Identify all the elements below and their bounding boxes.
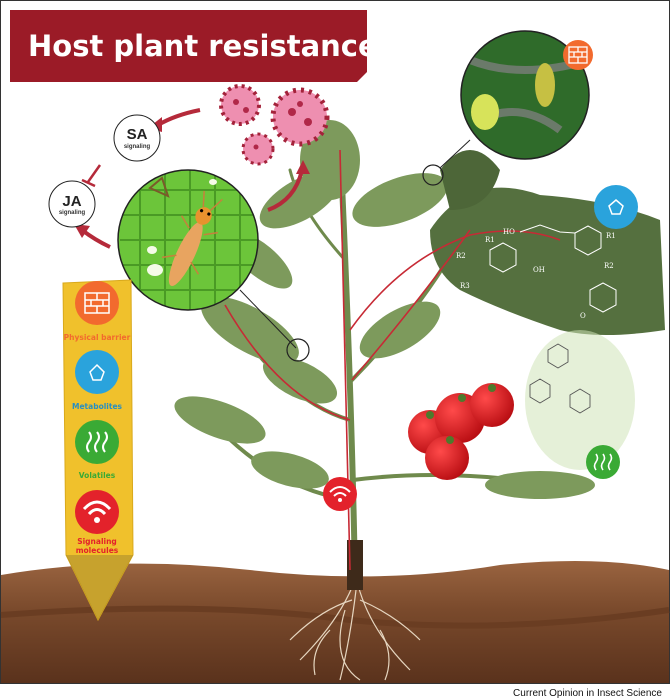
title-banner: Host plant resistance: [10, 10, 378, 82]
chem-r1: R1: [485, 236, 495, 244]
dark-leaf-top: [440, 150, 500, 210]
defense-legend-sign: Physical barrier Metabolites Volatiles S…: [62, 279, 134, 622]
chemical-structures: R1 R2 R3 OH HO R1 R2 O: [456, 224, 617, 320]
stem-base: [347, 540, 363, 590]
title: Host plant resistance: [28, 29, 378, 63]
journal-caption: Current Opinion in Insect Science: [513, 688, 662, 699]
virus-icon: [270, 87, 330, 147]
ja-sub-label: signaling: [59, 210, 86, 216]
chem-r1-b: R1: [606, 232, 616, 240]
volatile-haze: [525, 330, 635, 470]
sa-sub-label: signaling: [124, 144, 151, 150]
virus-icon: [219, 84, 261, 126]
viruses: [219, 84, 330, 166]
sa-signaling-node: SA signaling: [113, 114, 161, 162]
chem-ho: HO: [503, 228, 515, 236]
ja-signaling-node: JA signaling: [48, 180, 96, 228]
chem-r3: R3: [460, 282, 470, 290]
sign-physical-barrier: Physical barrier: [64, 281, 131, 342]
sign-signaling-molecules: Signaling molecules: [75, 490, 119, 555]
insect-magnification: [117, 169, 310, 362]
sign-label-metabolites: Metabolites: [72, 402, 123, 411]
volatiles-waves-icon: [86, 431, 108, 453]
chem-oh: OH: [533, 266, 545, 274]
sa-label: SA: [127, 126, 148, 143]
metabolite-molecule-icon: [594, 185, 638, 229]
chem-r2: R2: [456, 252, 466, 260]
sign-label-physical-barrier: Physical barrier: [64, 333, 131, 342]
brick-wall-icon: [563, 40, 593, 70]
virus-icon: [241, 132, 275, 166]
sign-metabolites: Metabolites: [72, 350, 123, 411]
roots: [289, 579, 421, 681]
volatiles-waves-icon: [586, 445, 620, 479]
sign-label-volatiles: Volatiles: [79, 471, 116, 480]
wifi-signal-icon: [82, 500, 112, 523]
ja-label: JA: [62, 193, 81, 210]
brick-wall-icon: [84, 292, 110, 314]
soil-layer: [0, 605, 670, 629]
sign-label-signaling: Signaling: [77, 537, 117, 546]
sign-label-molecules: molecules: [76, 546, 119, 555]
chem-o: O: [580, 312, 586, 320]
wifi-signal-icon: [323, 477, 357, 511]
sign-volatiles: Volatiles: [75, 420, 119, 480]
vascular-signal-lines: [224, 149, 561, 571]
soil: [1, 561, 669, 683]
tomatoes: [408, 383, 514, 480]
thrips-insect-icon: [162, 190, 223, 287]
chem-r2-b: R2: [604, 262, 614, 270]
metabolite-molecule-icon: [89, 363, 105, 381]
